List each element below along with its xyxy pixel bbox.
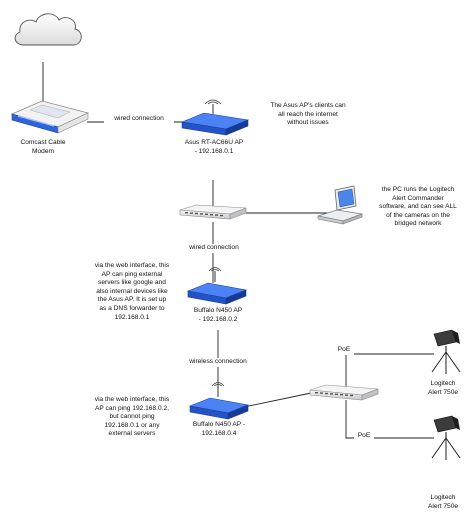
note-asus-clients: The Asus AP's clients can all reach the … bbox=[270, 102, 346, 127]
edge-label-buffalo1-buffalo2: wireless connection bbox=[178, 358, 258, 367]
node-label-asus: Asus RT-AC66U AP - 192.168.0.1 bbox=[184, 139, 244, 155]
edge-label-poe1: PoE bbox=[334, 346, 354, 355]
node-label-modem: Comcast Cable Modem bbox=[20, 139, 66, 155]
buffalo2-switch2-line bbox=[243, 392, 312, 408]
pc-laptop-icon bbox=[317, 185, 364, 225]
note-buffalo2: via the web interface, this AP can ping … bbox=[94, 396, 170, 438]
edge-label-modem-asus: wired connection bbox=[104, 115, 174, 124]
note-pc: the PC runs the Logitech Alert Commander… bbox=[379, 186, 457, 228]
note-buffalo1: via the web interface, this AP can ping … bbox=[94, 262, 170, 321]
node-label-buffalo1: Buffalo N450 AP - 192.168.0.2 bbox=[193, 307, 243, 323]
node-label-camera2: Logitech Alert 750e bbox=[427, 494, 459, 510]
cloud-icon bbox=[14, 13, 82, 46]
edge-label-poe2: PoE bbox=[354, 432, 374, 441]
node-label-buffalo2: Buffalo N450 AP - 192.168.0.4 bbox=[192, 421, 246, 437]
cable-modem-icon bbox=[10, 100, 90, 134]
poe-switch-icon bbox=[309, 384, 379, 401]
camera2-icon bbox=[431, 415, 461, 460]
node-label-camera1: Logitech Alert 750e bbox=[427, 380, 459, 396]
edge-label-switch-buffalo1: wired connection bbox=[178, 244, 250, 253]
buffalo-ap1-icon bbox=[186, 267, 248, 305]
camera1-icon bbox=[431, 329, 461, 374]
network-switch-icon bbox=[179, 204, 247, 220]
poe2-line bbox=[345, 400, 434, 439]
buffalo-ap2-icon bbox=[188, 382, 250, 420]
asus-router-icon bbox=[180, 99, 250, 136]
